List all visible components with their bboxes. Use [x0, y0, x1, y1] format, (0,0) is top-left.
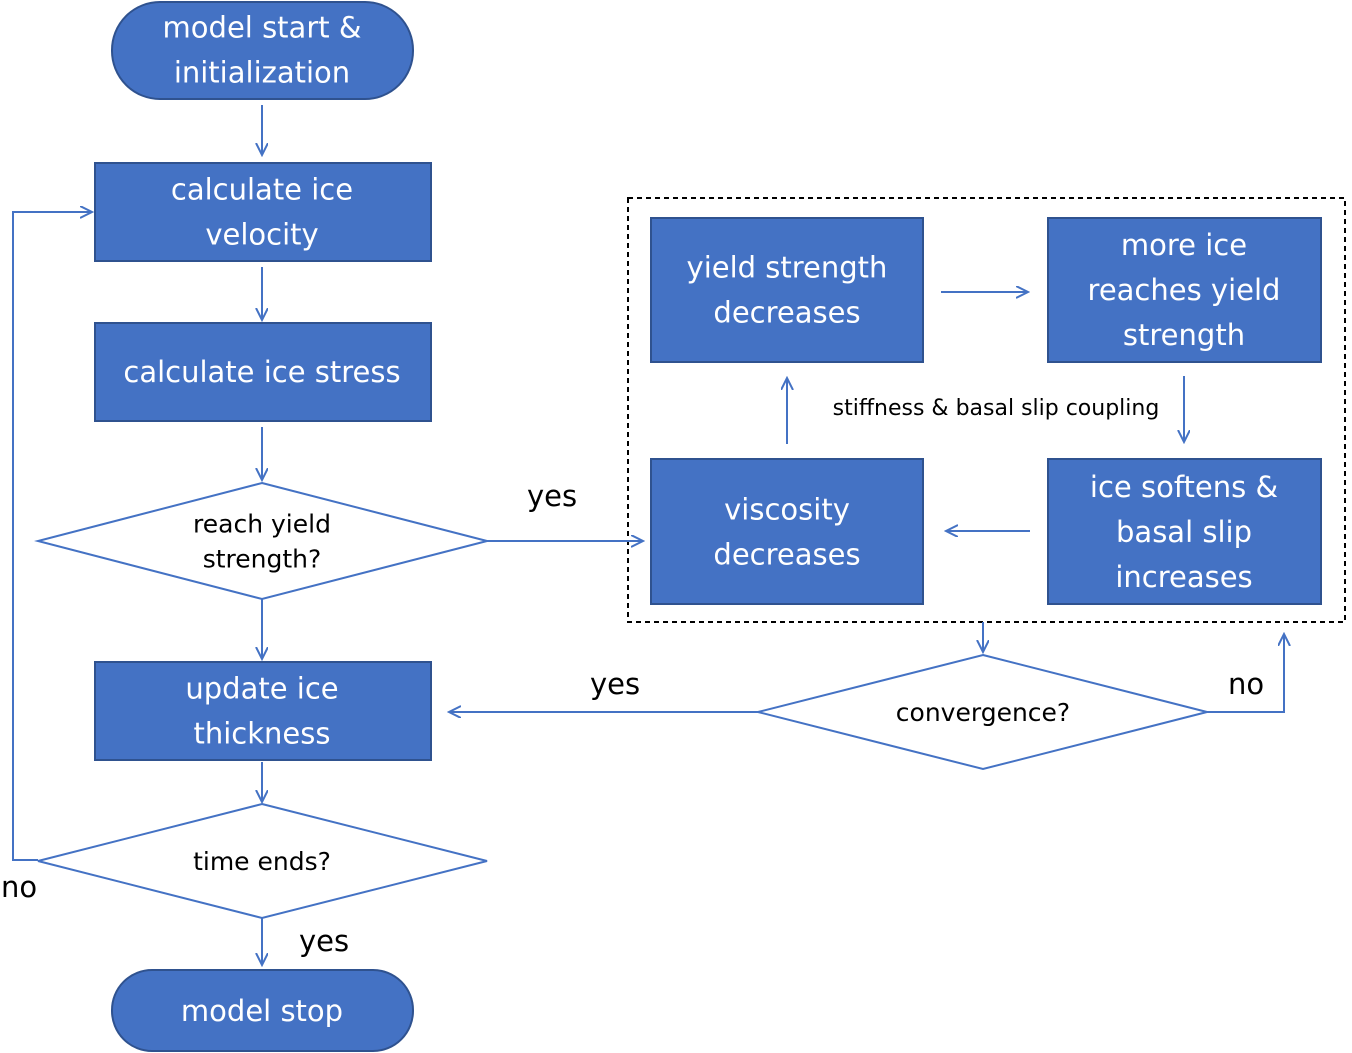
yes-label-yield: yes — [527, 479, 577, 513]
more-ice-node — [1047, 217, 1322, 363]
softens-text: ice softens & basal slip increases — [1090, 470, 1278, 594]
stress-node-text-line-1: calculate ice stress — [123, 355, 400, 389]
stop-node — [111, 969, 414, 1052]
velocity-node-text: calculate ice velocity — [171, 173, 353, 252]
velocity-node-text-line-1: calculate ice — [171, 173, 353, 207]
stress-node-text: calculate ice stress — [123, 355, 400, 389]
time-check-text: time ends? — [193, 847, 331, 876]
arrow-convergence-no — [1207, 634, 1284, 713]
start-node — [111, 1, 414, 100]
yield-check-decision — [34, 481, 488, 601]
more-ice-text-line-3: strength — [1123, 318, 1245, 352]
yield-decreases-text-line-1: yield strength — [687, 251, 888, 285]
more-ice-text: more ice reaches yield strength — [1088, 228, 1281, 352]
stop-node-text: model stop — [181, 994, 343, 1028]
softens-text-line-1: ice softens & — [1090, 470, 1278, 504]
stress-node — [94, 322, 432, 422]
thickness-node-text-line-2: thickness — [194, 717, 331, 751]
thickness-node-text-line-1: update ice — [185, 672, 338, 706]
coupling-frame — [627, 197, 1346, 623]
yield-check-text-line-2: strength? — [203, 545, 322, 574]
softens-text-line-3: increases — [1115, 560, 1252, 594]
yes-label-convergence: yes — [590, 667, 640, 701]
velocity-node-text-line-2: velocity — [205, 218, 318, 252]
thickness-node-text: update ice thickness — [185, 672, 338, 751]
thickness-node — [94, 661, 432, 761]
time-check-text-line-1: time ends? — [193, 847, 331, 876]
no-label-convergence: no — [1228, 667, 1264, 701]
coupling-label: stiffness & basal slip coupling — [833, 396, 1160, 421]
no-label-time: no — [1, 870, 37, 904]
yes-label-time: yes — [299, 924, 349, 958]
viscosity-text: viscosity decreases — [713, 493, 860, 572]
convergence-decision — [757, 653, 1208, 771]
more-ice-text-line-1: more ice — [1121, 228, 1247, 262]
softens-node — [1047, 458, 1322, 605]
arrow-time-no-loop — [12, 212, 92, 861]
start-node-text-line-2: initialization — [174, 56, 350, 90]
start-node-text: model start & initialization — [163, 11, 362, 90]
softens-text-line-2: basal slip — [1116, 515, 1252, 549]
stop-node-text-line-1: model stop — [181, 994, 343, 1028]
velocity-node — [94, 162, 432, 262]
viscosity-node — [650, 458, 924, 605]
yield-decreases-text-line-2: decreases — [713, 296, 860, 330]
yield-decreases-node — [650, 217, 924, 363]
viscosity-text-line-2: decreases — [713, 538, 860, 572]
yield-check-text-line-1: reach yield — [193, 510, 331, 539]
start-node-text-line-1: model start & — [163, 11, 362, 45]
yield-check-text: reach yield strength? — [193, 510, 331, 574]
convergence-text: convergence? — [896, 698, 1070, 727]
more-ice-text-line-2: reaches yield — [1088, 273, 1281, 307]
viscosity-text-line-1: viscosity — [724, 493, 850, 527]
yield-decreases-text: yield strength decreases — [687, 251, 888, 330]
convergence-text-line-1: convergence? — [896, 698, 1070, 727]
